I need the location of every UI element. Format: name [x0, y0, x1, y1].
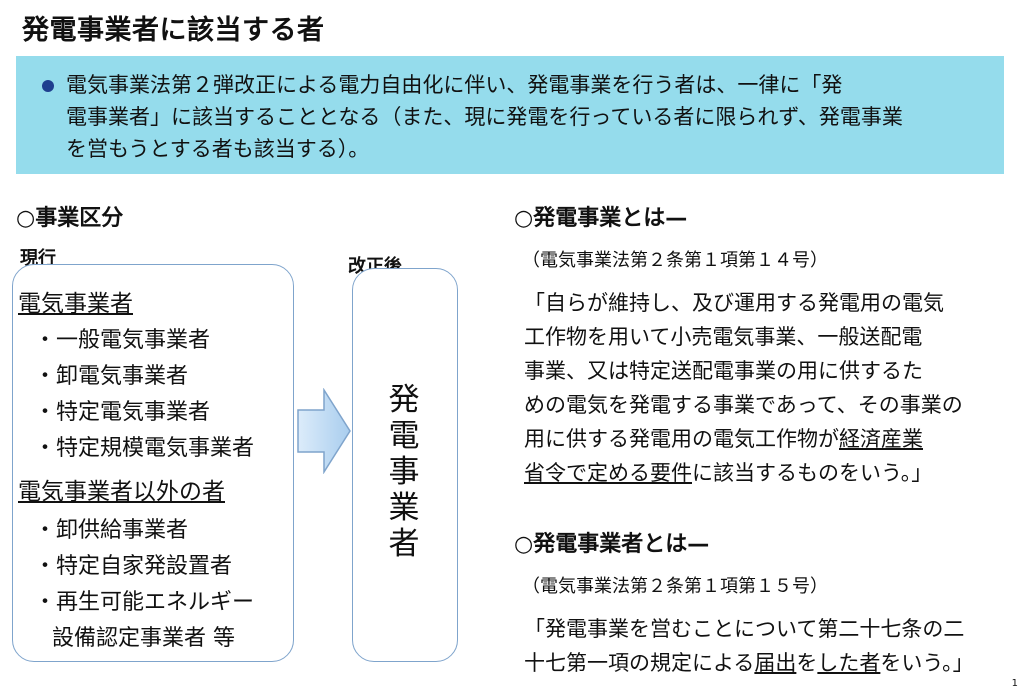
list-item-continuation: 設備認定事業者 等 [52, 626, 235, 651]
current-label: 現行 [20, 248, 56, 269]
def1-line: 「自らが維持し、及び運用する発電用の電気 [524, 291, 944, 315]
def1-underlined-text: 省令で定める要件 [524, 461, 692, 485]
def-power-generator-heading: ○発電事業者とは— [514, 532, 710, 557]
list-item: ・特定自家発設置者 [34, 554, 233, 579]
list-item: ・特定規模電気事業者 [34, 436, 255, 461]
bullet-icon [42, 80, 54, 92]
vertical-char: 業 [388, 490, 420, 526]
def2-underlined-text: した者 [817, 651, 881, 675]
vertical-char: 発 [388, 382, 420, 418]
group-electric-utility-title: 電気事業者 [18, 291, 133, 317]
vertical-char: 者 [388, 526, 420, 562]
def2-text: 十七第一項の規定による [524, 651, 755, 675]
def2-text: をいう。」 [880, 651, 974, 675]
page-number: 1 [1011, 678, 1018, 689]
banner-line-2: 電事業者」に該当することとなる（また、現に発電を行っている者に限られず、発電事業 [66, 105, 903, 129]
def2-text: を [796, 651, 818, 675]
after-revision-box [352, 268, 458, 662]
def1-line: 省令で定める要件に該当するものをいう。」 [524, 456, 932, 490]
banner-line-3: を営もうとする者も該当する）。 [66, 137, 370, 161]
def2-line: 十七第一項の規定による届出をした者をいう。」 [524, 646, 974, 680]
def1-line: 工作物を用いて小売電気事業、一般送配電 [524, 325, 923, 349]
list-item: ・卸電気事業者 [34, 364, 189, 389]
current-category-box [12, 264, 294, 662]
def2-underlined-text: 届出 [754, 651, 797, 675]
list-item: ・一般電気事業者 [34, 328, 211, 353]
banner-line-1: 電気事業法第２弾改正による電力自由化に伴い、発電事業を行う者は、一律に「発 [66, 73, 843, 97]
list-item: ・特定電気事業者 [34, 400, 211, 425]
def1-line: 用に供する発電用の電気工作物が経済産業 [524, 422, 923, 456]
def2-law-reference: （電気事業法第２条第１項第１５号） [522, 576, 828, 597]
def-power-generation-business-heading: ○発電事業とは— [514, 206, 688, 231]
vertical-char: 電 [388, 418, 420, 454]
def2-line: 「発電事業を営むことについて第二十七条の二 [524, 617, 965, 641]
def1-line: めの電気を発電する事業であって、その事業の [524, 393, 963, 417]
def1-law-reference: （電気事業法第２条第１項第１４号） [522, 250, 828, 271]
def1-text: 用に供する発電用の電気工作物が [524, 427, 839, 451]
def1-underlined-text: 経済産業 [839, 427, 923, 451]
summary-banner [16, 56, 1004, 174]
right-arrow-icon [297, 388, 351, 474]
group-other-title: 電気事業者以外の者 [18, 479, 225, 505]
list-item: ・再生可能エネルギー [34, 590, 255, 615]
list-item: ・卸供給事業者 [34, 518, 189, 543]
vertical-char: 事 [388, 454, 420, 490]
business-category-heading: ○事業区分 [16, 206, 124, 231]
def1-line: 事業、又は特定送配電事業の用に供するた [524, 359, 923, 383]
def1-text: に該当するものをいう。」 [692, 461, 933, 485]
after-revision-vertical-label: 発 電 事 業 者 [380, 382, 428, 562]
page-title: 発電事業者に該当する者 [22, 15, 325, 46]
